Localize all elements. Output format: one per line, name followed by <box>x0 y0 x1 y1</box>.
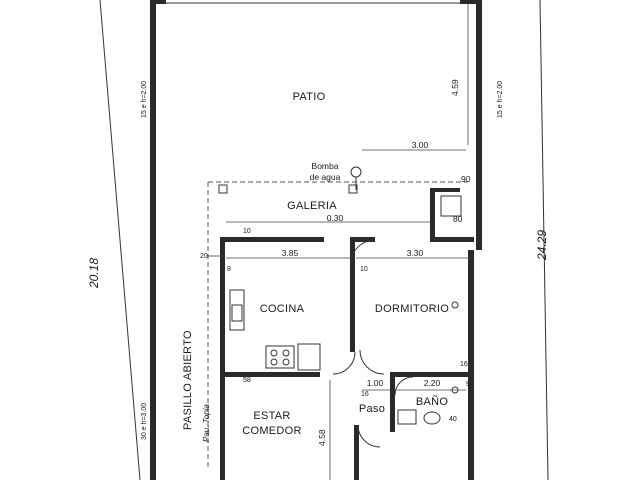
living-right-wall <box>354 425 359 480</box>
bath-left-wall <box>390 372 395 432</box>
outlet-icon <box>451 301 459 309</box>
laundry-top-wall <box>430 188 460 192</box>
laundry-sink <box>440 195 462 217</box>
room-label-galeria: GALERIA <box>287 200 337 212</box>
property-line-left <box>99 0 141 480</box>
kitchen-sink <box>231 304 243 322</box>
right-boundary-wall-upper <box>476 0 482 250</box>
dim-10b: 10 <box>360 266 368 273</box>
dim-58: 58 <box>243 377 251 384</box>
dim-40: 40 <box>449 416 457 423</box>
dim-20: 20 <box>200 253 208 260</box>
kitchen-bedroom-divider <box>350 237 355 352</box>
bath-door-swing <box>394 376 414 396</box>
burner-2 <box>282 349 290 357</box>
label-wall-left-upper: 15 e h=2.00 <box>141 81 148 118</box>
interior-walls <box>220 166 474 480</box>
top-right-post <box>460 0 476 4</box>
bedroom-bottom-wall <box>390 372 470 377</box>
top-left-post <box>156 0 166 4</box>
dim-220: 2.20 <box>424 378 441 388</box>
dim-total-right: 24.29 <box>535 230 549 261</box>
bedroom-top-wall-b <box>430 237 474 242</box>
passage-door-swing <box>359 349 385 375</box>
dim-total-left: 20.18 <box>87 258 101 289</box>
column-mid <box>348 184 358 194</box>
right-boundary-wall-lower <box>468 250 474 480</box>
label-wall-right-upper: 15 e h=2.00 <box>497 81 504 118</box>
kitchen-counter <box>229 289 245 331</box>
dim-458: 4.58 <box>317 429 327 446</box>
label-wall-left-lower: 30 e h=3.00 <box>141 403 148 440</box>
room-label-comedor: COMEDOR <box>242 425 302 437</box>
dim-459: 4.59 <box>450 79 460 96</box>
room-label-dormitorio: DORMITORIO <box>375 303 449 315</box>
burner-3 <box>270 358 278 366</box>
label-bomba-line2: de agua <box>310 172 341 182</box>
dim-9: 9 <box>466 381 470 388</box>
kitchen-top-wall <box>220 237 324 242</box>
dim-300: 3.00 <box>412 140 429 150</box>
kitchen-bottom-wall <box>220 372 320 377</box>
bedroom-top-wall-a <box>350 237 375 242</box>
room-label-bano: BAÑO <box>416 395 449 408</box>
galeria-outline <box>207 181 468 470</box>
laundry-wall <box>430 188 435 238</box>
room-label-cocina: COCINA <box>260 303 305 315</box>
dim-16b: 16 <box>361 391 369 398</box>
label-bomba-line1: Bomba <box>312 161 339 171</box>
dimension-lines <box>208 4 470 480</box>
dim-8: 8 <box>227 266 231 273</box>
dim-10a: 10 <box>243 228 251 235</box>
living-left-wall <box>220 377 225 480</box>
bedroom-door-swing <box>332 351 356 375</box>
dim-90: 90 <box>461 174 471 184</box>
label-pared-topia: Pau. Topia <box>202 403 211 442</box>
toilet <box>423 411 441 425</box>
room-label-estar: ESTAR <box>253 410 290 422</box>
burner-4 <box>282 358 290 366</box>
dim-16a: 16 <box>460 361 468 368</box>
stove <box>265 345 295 369</box>
property-line-right <box>539 0 549 480</box>
dim-100: 1.00 <box>367 378 384 388</box>
column-left <box>218 184 228 194</box>
left-boundary-wall <box>150 0 156 480</box>
dim-80: 80 <box>453 214 463 224</box>
bath-sink <box>397 409 417 425</box>
fridge <box>297 343 321 371</box>
bedroom-window-swing <box>350 239 376 263</box>
dim-030: 0.30 <box>327 213 344 223</box>
living-door-swing <box>357 424 381 448</box>
dim-385: 3.85 <box>282 248 299 258</box>
kitchen-left-wall <box>220 237 225 377</box>
room-label-pasillo: PASILLO ABIERTO <box>182 330 194 430</box>
room-label-paso: Paso <box>359 403 385 415</box>
perimeter-walls <box>99 0 549 480</box>
pump-icon <box>350 166 362 178</box>
dim-330: 3.30 <box>407 248 424 258</box>
burner-1 <box>270 349 278 357</box>
room-label-patio: PATIO <box>293 91 326 103</box>
